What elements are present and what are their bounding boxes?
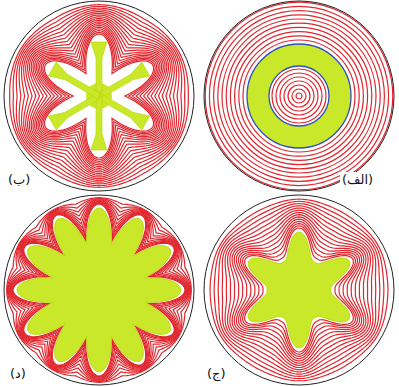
contour-line — [241, 224, 358, 357]
contour-line — [36, 25, 161, 166]
annulus-edge — [247, 44, 351, 148]
annulus-edge — [269, 66, 329, 126]
contour-line — [226, 23, 372, 169]
contour-line — [7, 198, 190, 381]
contour-line — [12, 203, 187, 378]
contour-line — [218, 204, 380, 377]
panel-label: (الف) — [340, 172, 375, 187]
contour-line — [230, 213, 368, 368]
contour-line — [31, 20, 166, 172]
contour-line — [8, 199, 190, 381]
contour-line — [7, 198, 192, 383]
contour-line — [222, 206, 375, 374]
contour-line — [239, 221, 360, 358]
contour-line — [210, 199, 388, 381]
contour-line — [205, 2, 393, 190]
contour-line — [28, 17, 171, 175]
contour-line — [22, 12, 177, 181]
panel-label: (ب) — [6, 172, 32, 187]
panel-label: (د) — [8, 366, 28, 381]
contour-line — [296, 93, 302, 99]
contour-line — [235, 32, 364, 161]
contour-line — [19, 10, 179, 182]
contour-line — [13, 6, 185, 185]
contour-line — [222, 19, 376, 173]
contour-line — [288, 85, 310, 107]
contour-line — [284, 81, 314, 111]
pattern-panel — [4, 195, 194, 385]
contour-line — [214, 11, 385, 182]
panel-circle — [204, 195, 394, 385]
contour-line — [280, 77, 318, 115]
contour-line — [10, 201, 188, 379]
contour-line — [209, 6, 388, 185]
contour-line — [239, 36, 359, 156]
contour-line — [218, 15, 380, 177]
pattern-panel — [204, 195, 394, 385]
panel-label: (ج) — [205, 366, 228, 381]
contour-line — [230, 27, 367, 164]
contour-line — [10, 5, 189, 188]
pattern-panel — [204, 1, 394, 191]
contour-line — [11, 202, 187, 378]
contour-line — [214, 201, 384, 378]
contour-line — [292, 89, 306, 103]
panel-circle — [4, 195, 194, 385]
panel-circle — [4, 1, 194, 191]
contour-line — [43, 32, 155, 159]
contour-line — [236, 219, 361, 361]
contour-line — [225, 208, 373, 372]
panel-circle — [204, 1, 394, 191]
contour-line — [276, 73, 322, 119]
contour-line — [16, 8, 181, 184]
contour-line — [272, 69, 326, 123]
pattern-panel — [4, 1, 194, 191]
contour-line — [234, 217, 363, 363]
green-annulus — [258, 55, 340, 137]
contour-line — [12, 203, 185, 376]
contour-line — [245, 228, 354, 352]
contour-line — [243, 40, 355, 152]
